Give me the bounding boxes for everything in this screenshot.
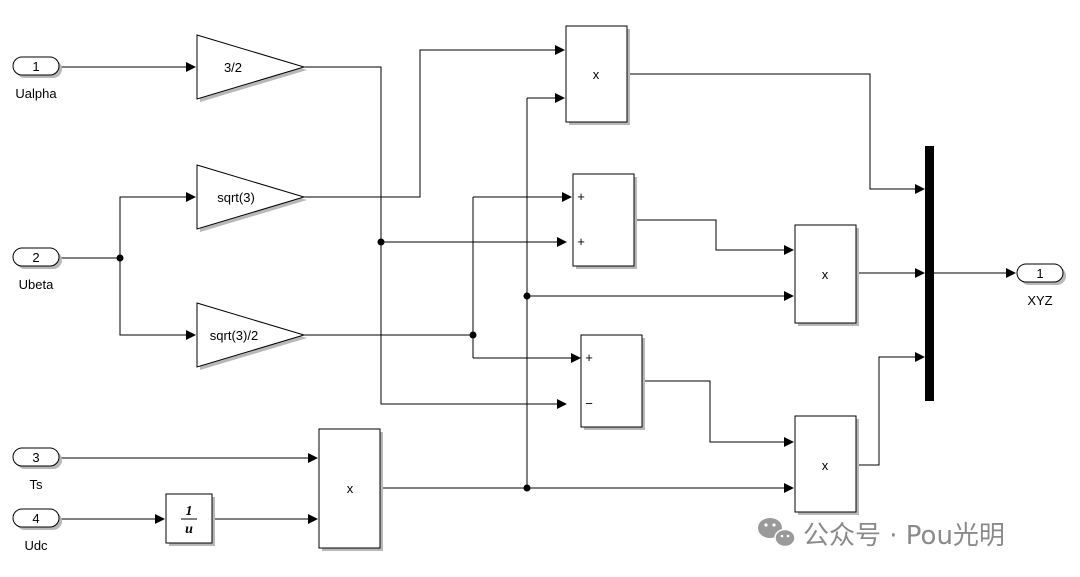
- branch-points: [116, 238, 531, 492]
- gain-value: sqrt(3): [217, 190, 255, 205]
- branch-point-product4-b: [523, 484, 531, 492]
- branch-point-gain1: [377, 238, 385, 246]
- product-symbol: x: [822, 267, 829, 282]
- product-symbol: x: [347, 481, 354, 496]
- product-block-1[interactable]: x: [565, 25, 630, 125]
- sum-block-2[interactable]: + −: [580, 334, 645, 430]
- mux-block[interactable]: [925, 146, 934, 401]
- branch-point-product4-a: [523, 292, 531, 300]
- gain-value: 3/2: [224, 60, 242, 75]
- gain-value: sqrt(3)/2: [210, 328, 258, 343]
- reciprocal-denominator: u: [185, 522, 193, 537]
- branch-point-gain3: [469, 331, 477, 339]
- sum-sign-1: +: [585, 350, 593, 365]
- product-symbol: x: [593, 67, 600, 82]
- sum-sign-2: −: [585, 396, 593, 411]
- inport-udc[interactable]: 4 Udc: [12, 508, 62, 553]
- outport-xyz[interactable]: 1 XYZ: [1016, 263, 1066, 308]
- product-block-2[interactable]: x: [794, 224, 859, 326]
- product-block-3[interactable]: x: [794, 415, 859, 515]
- reciprocal-numerator: 1: [186, 504, 193, 519]
- inport-ts[interactable]: 3 Ts: [12, 447, 62, 492]
- inport-ualpha[interactable]: 1 Ualpha: [12, 56, 62, 101]
- sum-block-1[interactable]: + +: [572, 173, 637, 269]
- wechat-icon: [758, 518, 796, 548]
- inport-label: Udc: [24, 538, 48, 553]
- product-symbol: x: [822, 458, 829, 473]
- reciprocal-block[interactable]: 1 u: [165, 493, 215, 546]
- inport-number: 2: [32, 250, 39, 265]
- sum-sign-2: +: [577, 234, 585, 249]
- product-block-4[interactable]: x: [318, 428, 383, 551]
- gain-block-sqrt3-half[interactable]: sqrt(3)/2: [196, 302, 307, 370]
- watermark-text: 公众号 · Pou光明: [803, 521, 1005, 551]
- outport-number: 1: [1036, 266, 1043, 281]
- gain-block-sqrt3[interactable]: sqrt(3): [196, 164, 307, 232]
- inport-ubeta[interactable]: 2 Ubeta: [12, 247, 62, 292]
- inport-number: 3: [32, 450, 39, 465]
- outport-label: XYZ: [1027, 293, 1052, 308]
- sum-sign-1: +: [577, 189, 585, 204]
- inport-label: Ubeta: [19, 277, 54, 292]
- inport-number: 4: [32, 511, 39, 526]
- inport-number: 1: [32, 59, 39, 74]
- signal-lines: [60, 45, 1016, 524]
- watermark: 公众号 · Pou光明: [758, 518, 1005, 551]
- inport-label: Ualpha: [15, 86, 57, 101]
- branch-point-ubeta: [116, 254, 124, 262]
- gain-block-3-2[interactable]: 3/2: [196, 34, 307, 102]
- inport-label: Ts: [30, 477, 44, 492]
